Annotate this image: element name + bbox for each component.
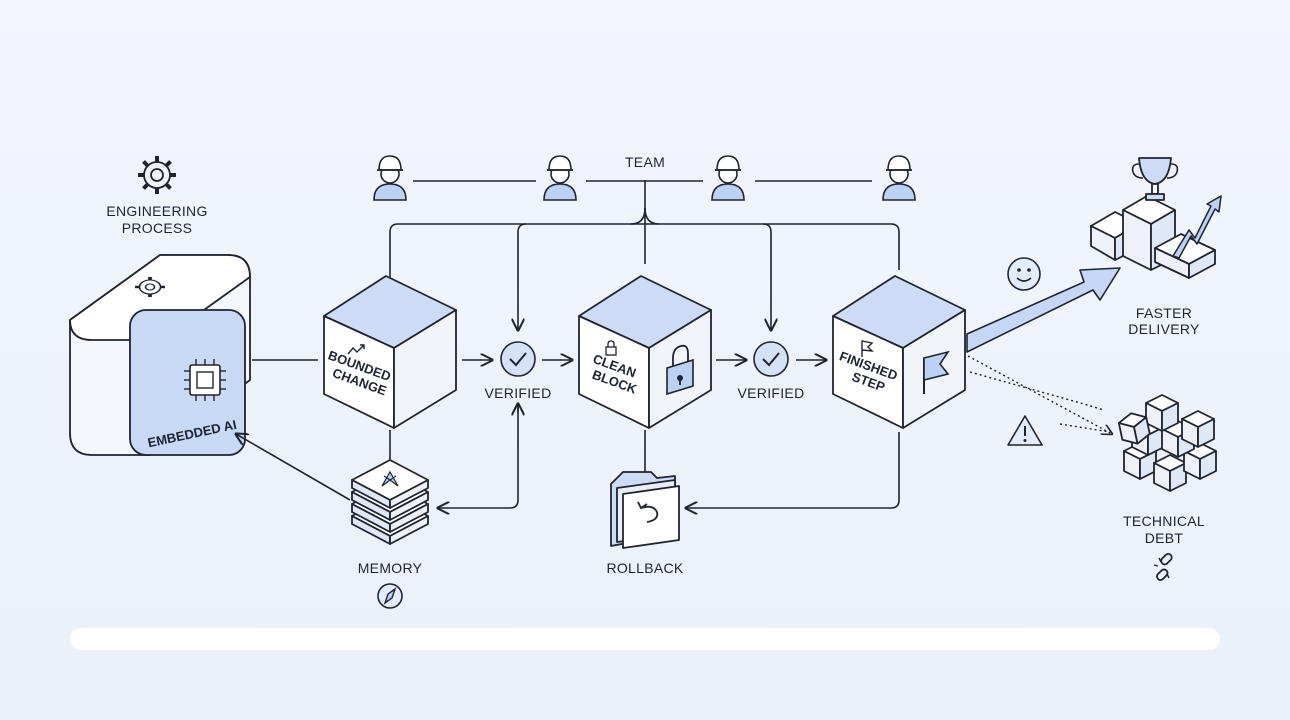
faster-delivery-label-1: FASTER bbox=[1136, 305, 1192, 321]
technical-debt-label-1: TECHNICAL bbox=[1123, 513, 1205, 529]
worker-helmet-icon bbox=[543, 155, 577, 201]
technical-debt-label-2: DEBT bbox=[1145, 530, 1184, 546]
check-circle-icon bbox=[753, 341, 789, 377]
faster-delivery-label-2: DELIVERY bbox=[1128, 321, 1200, 337]
worker-helmet-icon bbox=[882, 155, 916, 201]
smiley-icon bbox=[1007, 257, 1041, 291]
gear-icon bbox=[138, 156, 176, 194]
memory-stack bbox=[351, 459, 429, 545]
check-circle-icon bbox=[500, 341, 536, 377]
flag-icon bbox=[923, 350, 950, 394]
engineering-process-label-2: PROCESS bbox=[122, 220, 193, 236]
debt-arrow bbox=[967, 355, 1112, 434]
engineering-process-label-1: ENGINEERING bbox=[106, 203, 207, 219]
worker-helmet-icon bbox=[711, 155, 745, 201]
technical-debt-pile bbox=[1117, 394, 1217, 492]
padlock-icon bbox=[605, 340, 617, 356]
bottom-bar bbox=[70, 628, 1220, 650]
trend-icon bbox=[347, 344, 365, 355]
finished-step-cube: FINISHED STEP bbox=[832, 275, 966, 429]
chip-icon bbox=[184, 359, 226, 401]
undo-folder-icon bbox=[610, 471, 680, 549]
team-row: TEAM bbox=[373, 154, 916, 201]
compass-icon bbox=[377, 583, 403, 609]
memory-label: MEMORY bbox=[358, 560, 423, 576]
broken-link-icon bbox=[1153, 552, 1173, 581]
worker-helmet-icon bbox=[373, 155, 407, 201]
embedded-ai-block: EMBEDDED AI bbox=[129, 309, 246, 456]
warning-icon bbox=[1007, 415, 1043, 446]
gear-icon bbox=[135, 277, 165, 297]
padlock-icon bbox=[666, 344, 694, 396]
team-connectors bbox=[389, 180, 900, 330]
flag-icon bbox=[861, 340, 874, 357]
clean-block-cube: CLEAN BLOCK bbox=[578, 275, 712, 429]
team-label: TEAM bbox=[625, 154, 665, 170]
flow-lines bbox=[236, 360, 900, 508]
rollback-label: ROLLBACK bbox=[606, 560, 683, 576]
verified-label-2: VERIFIED bbox=[738, 385, 805, 401]
trophy-icon bbox=[1090, 157, 1222, 279]
verified-label-1: VERIFIED bbox=[485, 385, 552, 401]
bounded-change-cube: BOUNDED CHANGE bbox=[323, 275, 457, 429]
delivery-arrow bbox=[966, 267, 1121, 353]
